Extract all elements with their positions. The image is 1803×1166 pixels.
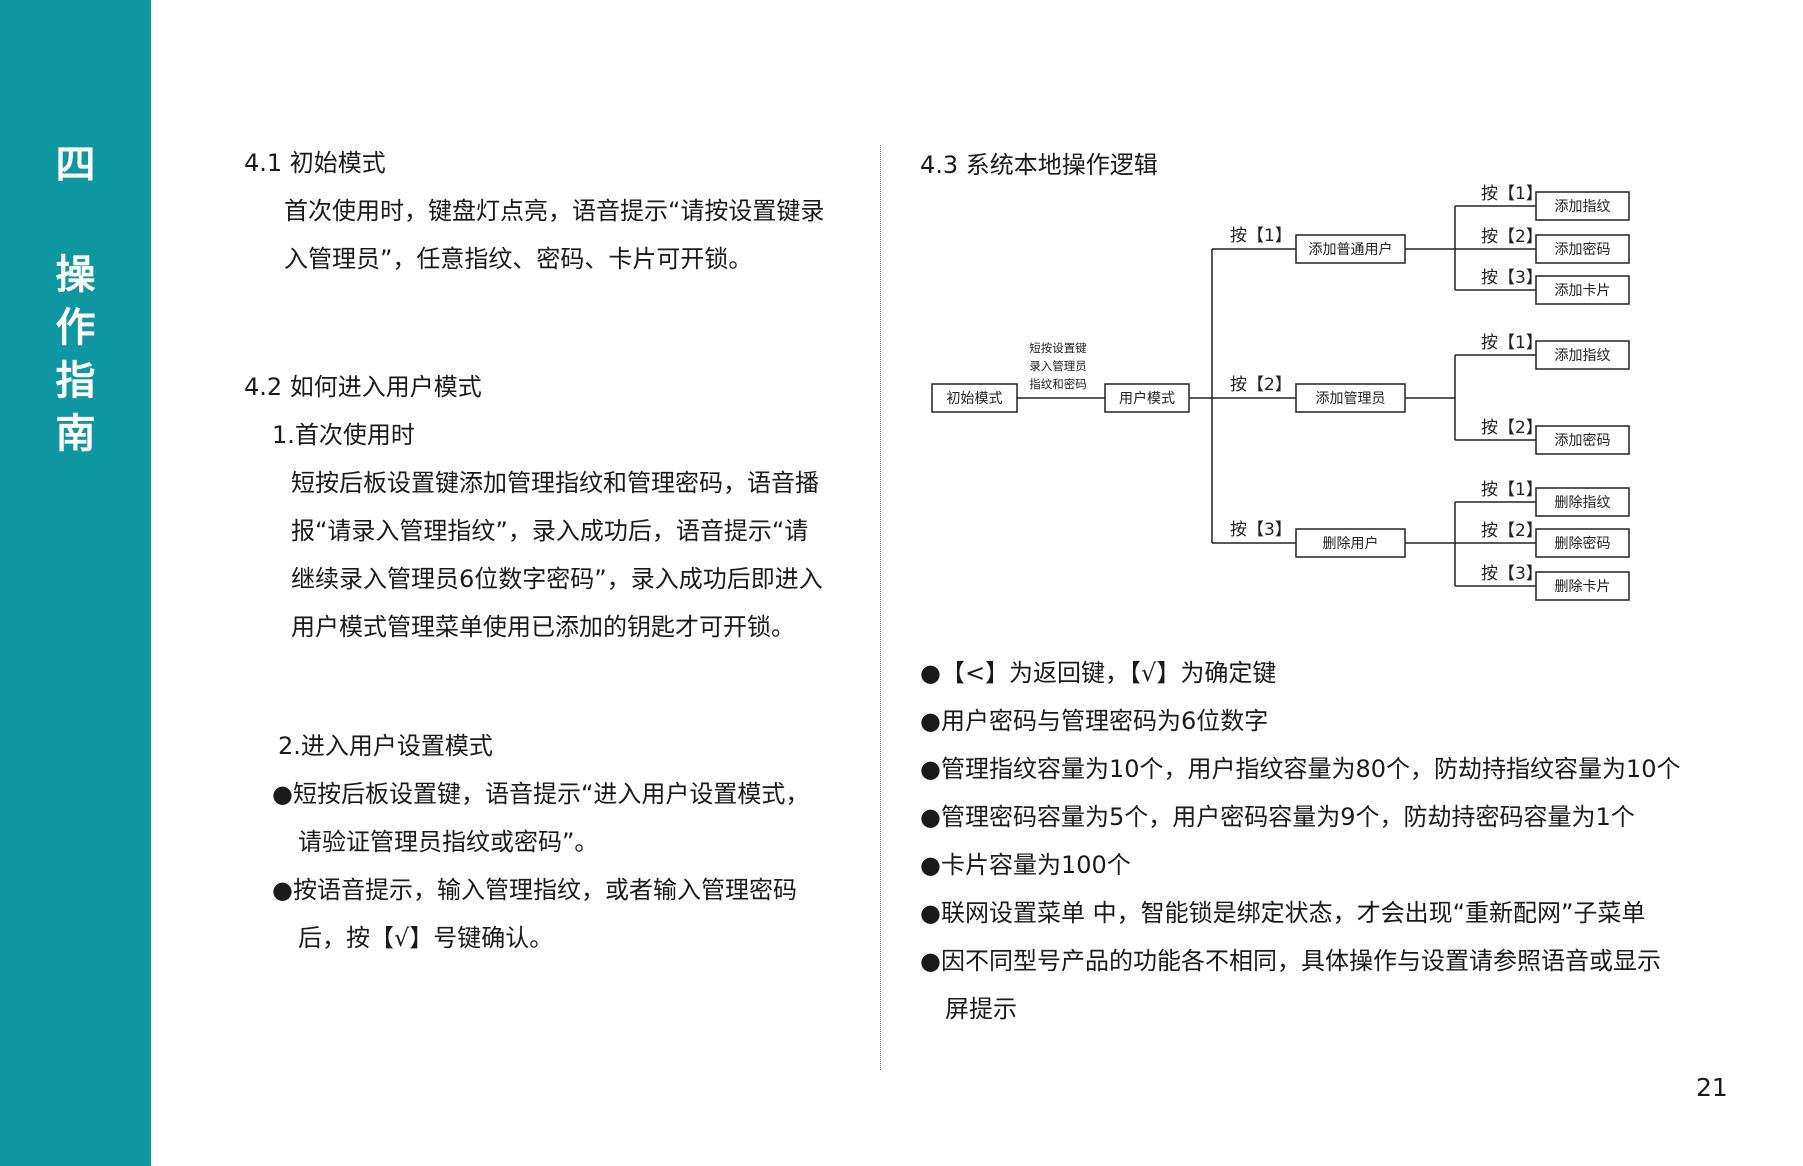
column-divider	[880, 145, 881, 1070]
section-4-1-heading: 4.1 初始模式	[244, 149, 386, 177]
section-4-1-text: 入管理员”，任意指纹、密码、卡片可开锁。	[284, 245, 753, 273]
chapter-sidebar: 四 操 作 指 南	[0, 0, 151, 1166]
flow-leaf-node: 添加密码	[1535, 425, 1630, 455]
spec-bullet: ●因不同型号产品的功能各不相同，具体操作与设置请参照语音或显示	[920, 947, 1661, 975]
flow-key-label: 按【3】	[1481, 564, 1543, 584]
spec-bullet: ●用户密码与管理密码为6位数字	[920, 707, 1269, 735]
subsection-1-heading: 1.首次使用时	[272, 421, 415, 449]
svg-text:添加指纹: 添加指纹	[1555, 199, 1611, 215]
flow-key-label: 按【3】	[1481, 268, 1543, 288]
svg-text:添加卡片: 添加卡片	[1555, 283, 1611, 299]
flow-leaf-node: 添加指纹	[1535, 340, 1630, 370]
subsection-2-bullet-cont: 请验证管理员指纹或密码”。	[298, 828, 599, 856]
flow-node-add-user: 添加普通用户	[1295, 234, 1406, 264]
page-number: 21	[1696, 1073, 1728, 1102]
chapter-number: 四	[55, 142, 96, 188]
flow-node-delete-user: 删除用户	[1295, 528, 1406, 558]
flow-key-label: 按【2】	[1230, 375, 1292, 395]
subsection-1-text: 继续录入管理员6位数字密码”，录入成功后即进入	[291, 565, 823, 593]
subsection-1-text: 用户模式管理菜单使用已添加的钥匙才可开锁。	[291, 613, 795, 641]
spec-bullet: ●卡片容量为100个	[920, 851, 1131, 879]
spec-bullet: ●管理指纹容量为10个，用户指纹容量为80个，防劫持指纹容量为10个	[920, 755, 1681, 783]
chapter-title-char: 操	[55, 252, 96, 298]
svg-text:短按设置键: 短按设置键	[1029, 341, 1087, 355]
flow-node-label: 删除用户	[1323, 535, 1379, 552]
flow-leaf-node: 添加密码	[1535, 234, 1630, 264]
flowchart-connectors	[1017, 205, 1536, 587]
flow-node-add-admin: 添加管理员	[1295, 383, 1406, 413]
flow-key-label: 按【1】	[1481, 480, 1543, 500]
subsection-2-bullet: ●按语音提示，输入管理指纹，或者输入管理密码	[272, 876, 797, 904]
spec-bullet-cont: 屏提示	[945, 995, 1017, 1023]
flow-leaf-node: 删除卡片	[1535, 571, 1630, 601]
svg-text:删除密码: 删除密码	[1555, 535, 1611, 552]
spec-bullet: ●管理密码容量为5个，用户密码容量为9个，防劫持密码容量为1个	[920, 803, 1635, 831]
flow-key-label: 按【2】	[1481, 418, 1543, 438]
flow-key-label: 按【3】	[1230, 520, 1292, 540]
chapter-title-char: 南	[55, 411, 96, 457]
section-4-1-text: 首次使用时，键盘灯点亮，语音提示“请按设置键录	[284, 197, 825, 225]
flow-node-label: 添加管理员	[1316, 391, 1386, 407]
svg-text:录入管理员: 录入管理员	[1029, 359, 1087, 373]
subsection-1-text: 短按后板设置键添加管理指纹和管理密码，语音播	[291, 469, 819, 497]
flow-key-label: 按【2】	[1481, 227, 1543, 247]
subsection-2-bullet: ●短按后板设置键，语音提示“进入用户设置模式，	[272, 780, 810, 808]
flow-transition-note: 短按设置键 录入管理员 指纹和密码	[1029, 341, 1087, 391]
chapter-title-char: 指	[55, 358, 96, 404]
svg-text:添加密码: 添加密码	[1555, 432, 1611, 449]
chapter-title-char: 作	[55, 305, 96, 351]
spec-bullet: ●联网设置菜单 中，智能锁是绑定状态，才会出现“重新配网”子菜单	[920, 899, 1646, 927]
flow-node-label: 添加普通用户	[1309, 241, 1393, 258]
subsection-1-text: 报“请录入管理指纹”，录入成功后，语音提示“请	[291, 517, 809, 545]
flow-node-initial-mode: 初始模式	[931, 383, 1018, 413]
flow-node-label: 初始模式	[947, 390, 1003, 407]
flow-node-label: 用户模式	[1119, 390, 1175, 407]
svg-text:删除指纹: 删除指纹	[1555, 495, 1611, 511]
flow-leaf-node: 删除指纹	[1535, 487, 1630, 517]
section-4-3-heading: 4.3 系统本地操作逻辑	[920, 151, 1158, 179]
flow-key-label: 按【2】	[1481, 521, 1543, 541]
subsection-2-bullet-cont: 后，按【√】号键确认。	[298, 924, 554, 952]
section-4-2-heading: 4.2 如何进入用户模式	[244, 373, 482, 401]
flow-key-label: 按【1】	[1481, 184, 1543, 204]
svg-text:添加指纹: 添加指纹	[1555, 348, 1611, 364]
flow-leaf-node: 添加卡片	[1535, 275, 1630, 305]
spec-bullet: ●【<】为返回键，【√】为确定键	[920, 659, 1277, 687]
flow-key-label: 按【1】	[1230, 226, 1292, 246]
svg-text:删除卡片: 删除卡片	[1555, 579, 1611, 595]
flow-leaf-node: 删除密码	[1535, 528, 1630, 558]
flow-key-label: 按【1】	[1481, 333, 1543, 353]
flow-node-user-mode: 用户模式	[1104, 383, 1190, 413]
svg-text:指纹和密码: 指纹和密码	[1029, 377, 1087, 391]
svg-text:添加密码: 添加密码	[1555, 241, 1611, 258]
flow-leaf-node: 添加指纹	[1535, 191, 1630, 221]
subsection-2-heading: 2.进入用户设置模式	[278, 732, 493, 760]
